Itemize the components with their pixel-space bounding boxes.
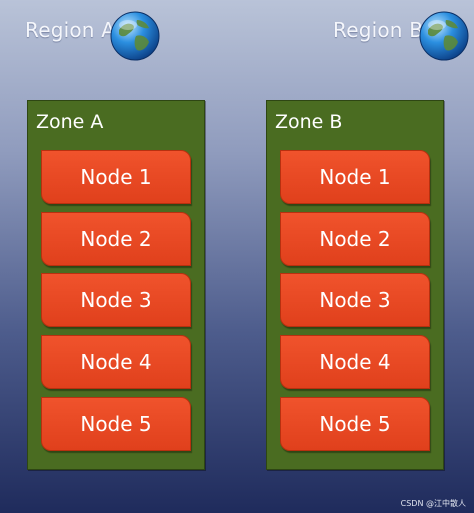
zone-a: Zone A Node 1 Node 2 Node 3 Node 4 Node … xyxy=(27,100,205,470)
globe-icon xyxy=(110,11,160,61)
zone-b-node-4: Node 4 xyxy=(280,335,430,389)
zone-b: Zone B Node 1 Node 2 Node 3 Node 4 Node … xyxy=(266,100,444,470)
zone-a-node-3: Node 3 xyxy=(41,273,191,327)
zone-a-node-2: Node 2 xyxy=(41,212,191,266)
globe-icon xyxy=(419,11,469,61)
zone-a-node-5: Node 5 xyxy=(41,397,191,451)
region-b-label: Region B xyxy=(333,18,424,42)
zone-a-node-4: Node 4 xyxy=(41,335,191,389)
zone-b-node-3: Node 3 xyxy=(280,273,430,327)
zone-b-node-1: Node 1 xyxy=(280,150,430,204)
zone-a-node-1: Node 1 xyxy=(41,150,191,204)
zone-b-title: Zone B xyxy=(275,111,343,133)
zone-b-node-2: Node 2 xyxy=(280,212,430,266)
watermark: CSDN @江中散人 xyxy=(400,499,466,508)
zone-a-title: Zone A xyxy=(36,111,104,133)
zone-b-node-5: Node 5 xyxy=(280,397,430,451)
region-a-label: Region A xyxy=(25,18,116,42)
